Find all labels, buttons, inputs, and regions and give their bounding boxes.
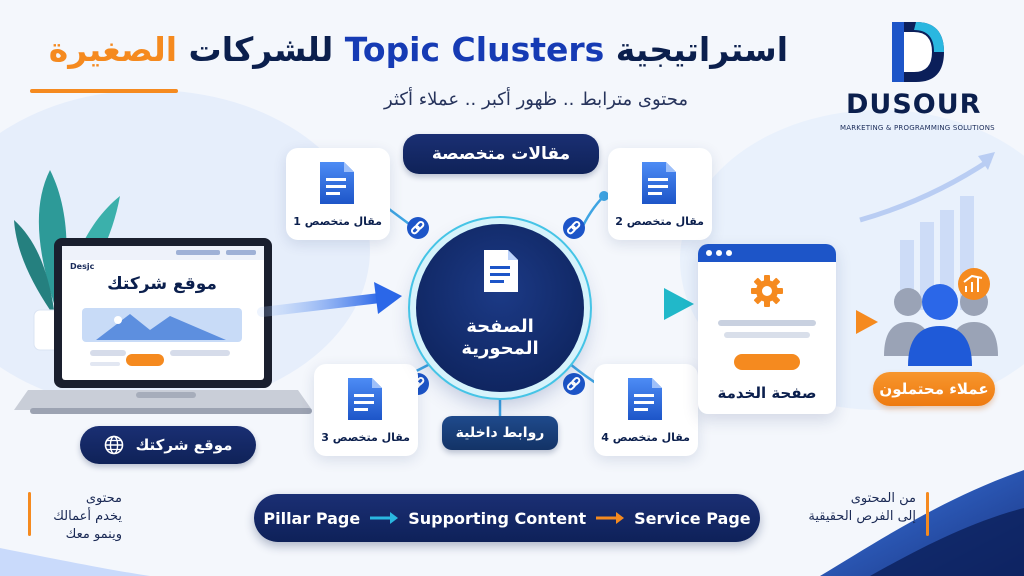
- website-label: موقع شركتك: [80, 426, 256, 464]
- laptop-illustration: [14, 238, 312, 414]
- note-left-line2: يخدم أعمالك: [53, 509, 122, 524]
- note-right: من المحتوى إلى الفرص الحقيقية: [790, 490, 916, 526]
- note-left-line1: محتوى: [85, 491, 122, 506]
- note-right-line1: من المحتوى: [850, 491, 916, 506]
- page-subtitle: محتوى مترابط .. ظهور أكبر .. عملاء أكثر: [384, 89, 688, 110]
- pillar-label-line1: الصفحة: [466, 316, 534, 337]
- pillar-page-hub: [416, 224, 584, 392]
- document-icon: [628, 378, 662, 420]
- customers-illustration: [884, 268, 998, 366]
- title-part-small-companies: للشركات الصغيرة: [48, 30, 334, 69]
- specialized-articles-label: مقالات متخصصة: [403, 134, 599, 174]
- laptop-brand: Desjc: [70, 262, 95, 271]
- window-titlebar: [698, 244, 836, 262]
- arrow-right-icon: [370, 512, 399, 524]
- article-card-3: مقال متخصص 3: [314, 364, 418, 456]
- page-title: استراتيجية Topic Clusters للشركات الصغير…: [28, 30, 788, 69]
- flow-step-pillar-page: Pillar Page: [263, 508, 361, 528]
- potential-customers-label: عملاء محتملون: [873, 372, 995, 406]
- gear-icon: [751, 275, 783, 307]
- document-icon: [320, 162, 354, 204]
- note-right-accent: [926, 492, 929, 536]
- note-left-line3: وينمو معك: [65, 527, 122, 542]
- logo-tagline: MARKETING & PROGRAMMING SOLUTIONS: [840, 124, 995, 132]
- service-page-label: صفحة الخدمة: [717, 384, 817, 402]
- laptop-screen-title: موقع شركتك: [107, 274, 217, 294]
- logo-mark: [892, 22, 944, 82]
- article-card-1: مقال متخصص 1: [286, 148, 390, 240]
- arrow-right-icon: [596, 512, 625, 524]
- note-right-line2: إلى الفرص الحقيقية: [808, 509, 916, 524]
- document-icon: [642, 162, 676, 204]
- title-part-strategy: استراتيجية: [615, 30, 788, 69]
- article-label-4: مقال متخصص 4: [601, 431, 690, 444]
- document-icon: [484, 250, 518, 292]
- flow-step-supporting-content: Supporting Content: [408, 508, 587, 528]
- article-card-2: مقال متخصص 2: [608, 148, 712, 240]
- internal-links-label: روابط داخلية: [442, 416, 558, 450]
- title-underline: [30, 89, 178, 93]
- article-label-1: مقال متخصص 1: [293, 215, 382, 228]
- document-icon: [348, 378, 382, 420]
- article-card-4: مقال متخصص 4: [594, 364, 698, 456]
- title-part-topic-clusters: Topic Clusters: [344, 30, 605, 69]
- pillar-page-label: الصفحة المحورية: [416, 316, 584, 360]
- flow-step-service-page: Service Page: [634, 508, 751, 528]
- logo-name: DUSOUR: [846, 89, 982, 120]
- pillar-label-line2: المحورية: [461, 338, 539, 359]
- article-label-3: مقال متخصص 3: [321, 431, 410, 444]
- globe-icon: [104, 435, 123, 455]
- website-label-text: موقع شركتك: [135, 436, 233, 454]
- service-page-window: [698, 244, 836, 414]
- arrow-to-pillar: [257, 293, 385, 317]
- article-label-2: مقال متخصص 2: [615, 215, 704, 228]
- note-left-accent: [28, 492, 31, 536]
- content-flow-bar: Pillar Page Supporting Content Service P…: [254, 494, 760, 542]
- note-left: محتوى يخدم أعمالك وينمو معك: [42, 490, 122, 544]
